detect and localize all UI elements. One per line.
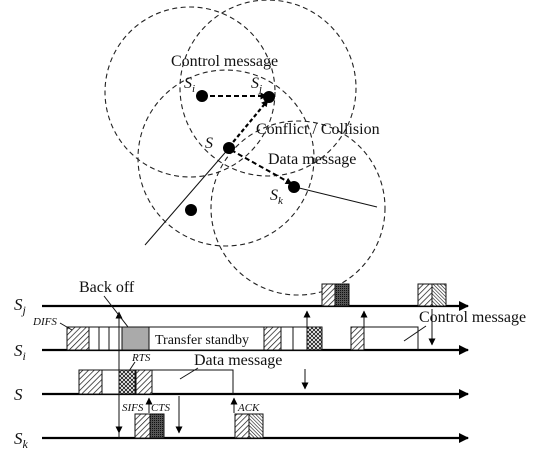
data-message-label: Data message bbox=[268, 151, 356, 168]
sk-frame-b bbox=[234, 413, 250, 439]
node-label-j: Sj bbox=[251, 75, 262, 95]
range-circle-s bbox=[137, 69, 315, 247]
standby-label: Transfer standby bbox=[155, 333, 249, 348]
sk-frame-a bbox=[134, 413, 151, 439]
conflict-label: Conflict / Collision bbox=[256, 121, 380, 138]
node-j bbox=[263, 91, 275, 103]
range-circle-j bbox=[179, 0, 357, 177]
s-slot-1 bbox=[101, 369, 120, 395]
timing-diagram: Sj Si S Sk bbox=[14, 279, 526, 450]
sj-frame-c bbox=[417, 283, 433, 307]
data-arrow bbox=[230, 149, 293, 185]
conflict-arrow bbox=[228, 99, 269, 148]
sj-frame-d bbox=[431, 283, 447, 307]
control-message-timing-label: Control message bbox=[419, 309, 526, 326]
si-difs-block bbox=[66, 326, 90, 351]
si-slot-5 bbox=[292, 326, 308, 351]
data-leader bbox=[179, 367, 199, 380]
path-line-lower bbox=[144, 146, 231, 246]
control-leader bbox=[403, 325, 427, 342]
ack-label: ACK bbox=[237, 402, 260, 414]
rts-leader bbox=[128, 361, 136, 372]
node-label-i: Si bbox=[184, 75, 195, 95]
range-circle-k bbox=[210, 120, 386, 296]
node-s bbox=[223, 142, 235, 154]
path-line-right bbox=[294, 186, 378, 208]
node-label-s: S bbox=[205, 135, 213, 152]
control-message-label: Control message bbox=[171, 53, 278, 70]
si-slot-3 bbox=[108, 326, 123, 351]
difs-label: DIFS bbox=[32, 316, 57, 328]
row-label-sj: Sj bbox=[14, 295, 27, 317]
node-lower bbox=[185, 204, 197, 216]
node-k bbox=[288, 181, 300, 193]
sifs-label: SIFS bbox=[122, 402, 144, 414]
si-slot-2 bbox=[98, 326, 110, 351]
data-message-timing-label: Data message bbox=[194, 352, 282, 369]
range-circle-i bbox=[104, 6, 276, 178]
topology-diagram: Control message Conflict / Collision Dat… bbox=[104, 0, 386, 296]
difs-leader bbox=[59, 322, 73, 331]
rts-label: RTS bbox=[131, 352, 151, 364]
backoff-leader bbox=[103, 295, 129, 328]
cts-label: CTS bbox=[151, 402, 170, 414]
si-frame-b bbox=[306, 326, 323, 351]
si-slot-4 bbox=[280, 326, 294, 351]
s-frame-data bbox=[135, 369, 153, 395]
si-backoff-block bbox=[121, 326, 150, 351]
si-frame-a bbox=[263, 326, 282, 351]
s-difs-block bbox=[78, 369, 103, 395]
backoff-label: Back off bbox=[79, 279, 135, 296]
si-frame-c bbox=[350, 326, 365, 351]
si-control-window bbox=[363, 326, 419, 350]
row-label-sk: Sk bbox=[14, 429, 29, 450]
row-label-s: S bbox=[14, 385, 23, 404]
sk-cts-block bbox=[149, 413, 165, 439]
node-label-k: Sk bbox=[270, 187, 284, 207]
sj-frame-a bbox=[321, 283, 336, 307]
s-data-window bbox=[151, 369, 234, 394]
si-slot-1 bbox=[88, 326, 100, 351]
sk-ack-block bbox=[248, 413, 264, 439]
sj-frame-b bbox=[334, 283, 350, 307]
row-label-si: Si bbox=[14, 341, 26, 363]
s-rts-block bbox=[118, 369, 136, 395]
node-i bbox=[196, 90, 208, 102]
